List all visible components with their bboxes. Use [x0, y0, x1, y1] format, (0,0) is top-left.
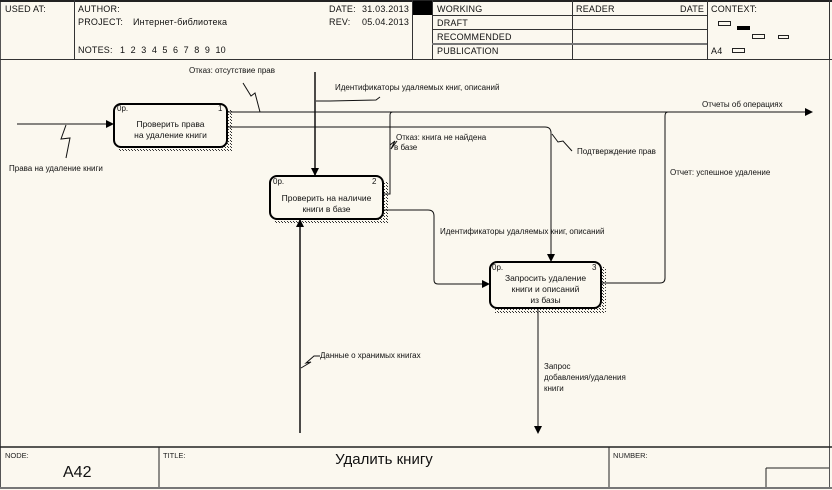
- label-refusal-not-found-2: в базе: [394, 143, 418, 152]
- status-publication: PUBLICATION: [437, 46, 499, 56]
- box2-label-line: Проверить на наличие: [281, 193, 372, 203]
- squiggle: [60, 124, 71, 159]
- box3-label-line: Запросить удаление: [504, 273, 587, 283]
- used-at-label: USED AT:: [5, 4, 46, 14]
- title-label: TITLE:: [163, 451, 186, 460]
- divider: [74, 0, 75, 60]
- activity-box-3[interactable]: [489, 261, 606, 313]
- reader-label: READER: [576, 4, 615, 14]
- context-box: [732, 48, 745, 53]
- date-value: 31.03.2013: [362, 4, 410, 14]
- status-working: WORKING: [437, 4, 483, 14]
- box2-label-line: книги в базе: [302, 204, 351, 214]
- label-rights-input: Права на удаление книги: [9, 164, 103, 173]
- box1-number: 1: [218, 104, 223, 113]
- activity-box-1[interactable]: [113, 103, 232, 152]
- label-ids-top: Идентификаторы удаляемых книг, описаний: [335, 83, 500, 92]
- box-outline: [269, 175, 384, 220]
- label-refusal-no-rights: Отказ: отсутствие прав: [189, 66, 275, 75]
- diagram-title: Удалить книгу: [335, 451, 433, 468]
- divider: [432, 29, 707, 30]
- box1-label-line: на удаление книги: [134, 130, 207, 140]
- project-value: Интернет-библиотека: [133, 17, 228, 27]
- status-draft: DRAFT: [437, 18, 468, 28]
- divider: [572, 0, 573, 60]
- box1-label: Проверить права на удаление книги: [114, 119, 227, 141]
- rev-value: 05.04.2013: [362, 17, 410, 27]
- status-recommended: RECOMMENDED: [437, 32, 512, 42]
- box-outline: [489, 261, 602, 309]
- divider: [432, 43, 707, 45]
- box2-ref: 0р.: [273, 177, 285, 186]
- context-page-label: A4: [711, 46, 723, 56]
- arrow-rights-confirmation[interactable]: [228, 126, 555, 262]
- context-box: [778, 35, 789, 39]
- arrow-success-report[interactable]: [602, 111, 669, 284]
- box3-label: Запросить удаление книги и описаний из б…: [490, 273, 601, 306]
- divider: [412, 0, 413, 60]
- label-stored-books-data: Данные о хранимых книгах: [320, 351, 421, 360]
- notes-label: NOTES:: [78, 45, 113, 55]
- box-outline: [113, 103, 228, 148]
- box1-ref: 0р.: [117, 104, 129, 113]
- node-label: NODE:: [5, 451, 29, 460]
- arrow-ids-to-box3[interactable]: [384, 209, 490, 288]
- squiggle: [551, 133, 573, 152]
- box2-label: Проверить на наличие книги в базе: [270, 193, 383, 215]
- project-label: PROJECT:: [78, 17, 124, 27]
- box3-label-line: книги и описаний: [511, 284, 580, 294]
- context-box: [718, 21, 731, 26]
- divider: [829, 0, 830, 60]
- rev-label: REV:: [329, 17, 351, 27]
- context-box: [752, 34, 765, 39]
- squiggle: [389, 140, 398, 150]
- activity-box-2[interactable]: [269, 175, 388, 224]
- number-label: NUMBER:: [613, 451, 648, 460]
- label-ids-mid: Идентификаторы удаляемых книг, описаний: [440, 227, 605, 236]
- notes-value: 1 2 3 4 5 6 7 8 9 10: [120, 45, 226, 55]
- box2-number: 2: [372, 177, 377, 186]
- box3-ref: 0р.: [492, 263, 504, 272]
- box1-label-line: Проверить права: [136, 119, 205, 129]
- working-status-marker: [413, 1, 432, 15]
- header-bottom-border: [0, 59, 832, 60]
- label-rights-confirmation: Подтверждение прав: [577, 147, 656, 156]
- divider: [707, 0, 708, 60]
- date-label: DATE:: [329, 4, 356, 14]
- author-label: AUTHOR:: [78, 4, 120, 14]
- box3-label-line: из базы: [530, 295, 561, 305]
- divider: [432, 0, 433, 60]
- diagram-header: USED AT: AUTHOR: PROJECT: Интернет-библи…: [0, 0, 832, 60]
- squiggle: [242, 82, 261, 113]
- label-request-3: книги: [544, 384, 564, 393]
- squiggle: [300, 355, 320, 369]
- context-box-current: [737, 26, 750, 30]
- node-value: A42: [63, 464, 92, 481]
- context-label: CONTEXT:: [711, 4, 758, 14]
- arrow-refusal-not-found[interactable]: [384, 111, 394, 195]
- label-request-1: Запрос: [544, 362, 571, 371]
- label-success-report: Отчет: успешное удаление: [670, 168, 771, 177]
- label-refusal-not-found: Отказ: книга не найдена: [396, 133, 487, 142]
- box3-number: 3: [592, 263, 597, 272]
- label-reports: Отчеты об операциях: [702, 100, 783, 109]
- squiggle: [316, 96, 381, 102]
- label-request-2: добавления/удаления: [544, 373, 626, 382]
- divider: [432, 15, 707, 16]
- reader-date-label: DATE: [680, 4, 705, 14]
